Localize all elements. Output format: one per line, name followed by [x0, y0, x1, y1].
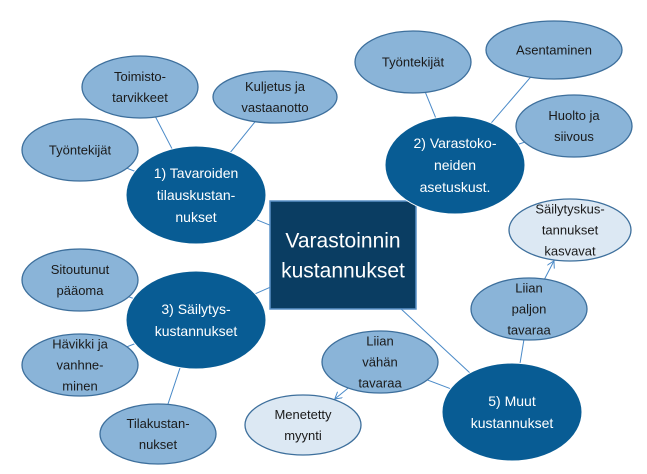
node-label-line: Sitoutunut: [51, 262, 110, 277]
connector-n3-c2: [126, 343, 135, 348]
subtopic-b3: Huolto ja siivous: [515, 94, 633, 158]
main-topic-n1: 1) Tavaroiden tilauskustan-nukset: [125, 145, 267, 245]
node-label-line: Liian: [366, 334, 393, 349]
subtopic-a1: Työntekijät: [21, 118, 139, 182]
subtopic-b1: Työntekijät: [354, 30, 472, 94]
node-label-line: 3) Säilytys-: [161, 301, 231, 317]
node-label-line: Menetetty: [274, 407, 332, 422]
node-label-line: asetuskust.: [420, 179, 491, 195]
node-label-line: Hävikki ja: [52, 337, 108, 352]
node-label-line: vastaanotto: [241, 100, 308, 115]
node-label-line: pääoma: [57, 283, 105, 298]
connector-center-n3: [254, 286, 271, 295]
node-label-line: Tilakustan-: [126, 416, 189, 431]
subtopic-d2: Säilytyskus-tannukset kasvavat: [508, 198, 632, 262]
node-label-line: Huolto ja: [548, 108, 600, 123]
node-label-line: Kuljetus ja: [245, 79, 306, 94]
node-label-line: 5) Muut: [488, 393, 536, 409]
node-label-line: tavaraa: [358, 376, 402, 391]
connector-n1-a3: [230, 121, 256, 153]
connector-n2-b1: [424, 92, 437, 119]
main-topic-n3: 3) Säilytys-kustannukset: [125, 270, 267, 370]
node-label-line: tilauskustan-: [157, 187, 236, 203]
node-label-line: siivous: [554, 129, 594, 144]
node-label-line: kustannukset: [471, 415, 554, 431]
connector-center-n1: [256, 219, 271, 226]
subtopic-c1: Sitoutunut pääoma: [21, 248, 139, 312]
node-label-line: Työntekijät: [49, 143, 112, 158]
node-label-line: tavaraa: [507, 323, 551, 338]
subtopic-d3: Liian vähän tavaraa: [321, 330, 439, 394]
node-label-line: kustannukset: [281, 259, 405, 282]
arrow-d3-d4: [336, 387, 349, 398]
arrow-d1-d2: [544, 262, 554, 280]
node-label-line: nukset: [175, 209, 216, 225]
connector-n1-a1: [126, 167, 135, 172]
node-label-line: Liian: [515, 281, 542, 296]
connector-n1-a2: [155, 116, 173, 150]
node-label-line: paljon: [512, 302, 547, 317]
node-label-line: Toimisto-: [114, 69, 166, 84]
main-topic-n2: 2) Varastoko-neiden asetuskust.: [384, 115, 526, 215]
node-label-line: neiden: [434, 157, 476, 173]
connector-n2-b3: [518, 141, 525, 145]
subtopic-c2: Hävikki ja vanhne-minen: [21, 333, 139, 397]
subtopic-a2: Toimisto-tarvikkeet: [81, 55, 199, 119]
node-label-line: 2) Varastoko-: [414, 135, 497, 151]
node-label-line: kasvavat: [544, 244, 596, 259]
node-label-line: Säilytyskus-: [535, 202, 604, 217]
connector-center-n5: [400, 308, 471, 374]
subtopic-a3: Kuljetus ja vastaanotto: [212, 70, 338, 124]
main-topic-n5: 5) Muut kustannukset: [441, 362, 583, 462]
node-label-line: nukset: [139, 437, 178, 452]
connector-n5-d3: [427, 379, 451, 390]
node-label-line: Asentaminen: [516, 43, 592, 58]
subtopic-c3: Tilakustan-nukset: [99, 403, 217, 465]
node-label-line: myynti: [284, 428, 322, 443]
node-label-line: Varastoinnin: [285, 229, 400, 252]
connector-n2-b2: [490, 76, 531, 124]
node-label-line: 1) Tavaroiden: [154, 165, 239, 181]
node-label-line: tarvikkeet: [112, 90, 168, 105]
connector-n5-d1: [519, 339, 525, 364]
connector-n3-c3: [167, 367, 181, 405]
node-label-line: minen: [62, 379, 97, 394]
subtopic-d4: Menetetty myynti: [244, 394, 362, 456]
node-label-line: vanhne-: [57, 358, 104, 373]
node-label-line: Työntekijät: [382, 55, 445, 70]
subtopic-d1: Liian paljon tavaraa: [470, 277, 588, 341]
central-topic-box: Varastoinnin kustannukset: [269, 200, 417, 310]
subtopic-b2: Asentaminen: [485, 20, 623, 80]
node-label-line: vähän: [362, 355, 397, 370]
node-label-line: kustannukset: [155, 323, 238, 339]
node-label-line: tannukset: [542, 223, 599, 238]
